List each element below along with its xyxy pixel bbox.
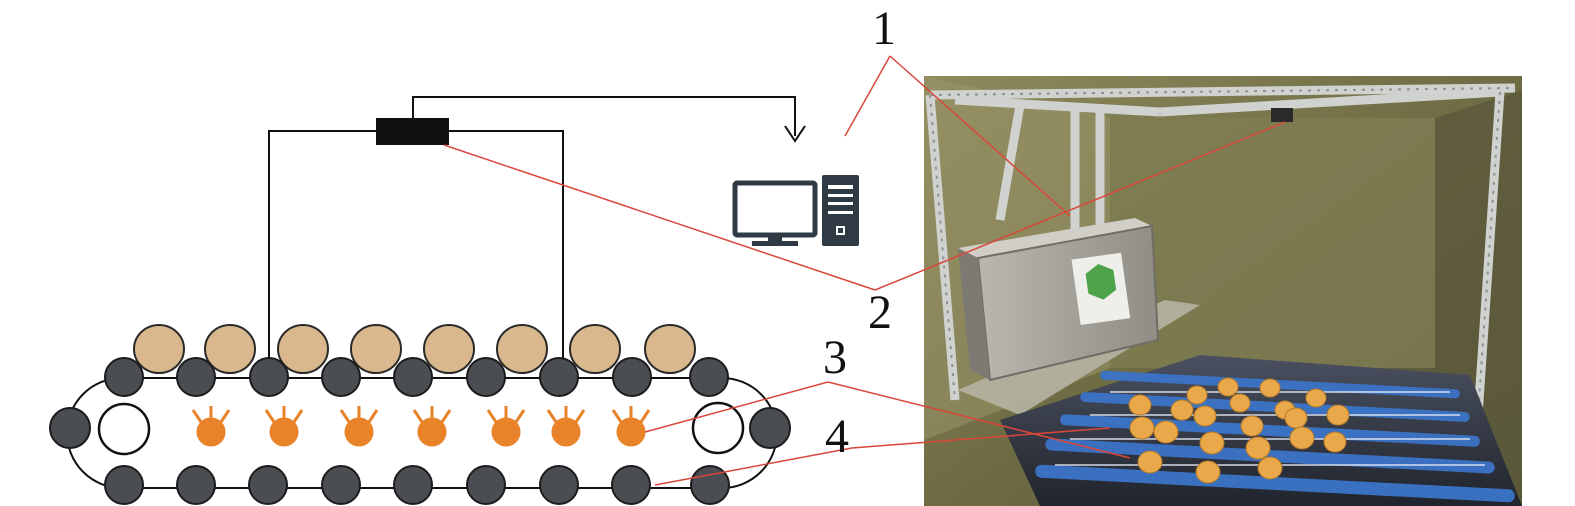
monitor-stand-icon (768, 235, 782, 243)
roller-icon (249, 357, 289, 397)
hyperspectral-camera-icon (376, 118, 449, 145)
roller-icon (611, 465, 651, 505)
egg-icon (1129, 416, 1155, 440)
callout-number-3: 3 (823, 331, 847, 384)
roller-icon (176, 465, 216, 505)
egg-icon (1323, 431, 1347, 453)
egg-icon (133, 324, 185, 374)
lamp-icon (486, 406, 526, 447)
egg-icon (1186, 385, 1208, 405)
photo-eggs (1128, 377, 1350, 484)
leader-1-computer (844, 55, 891, 137)
arrow-head-icon (784, 125, 806, 143)
roller-icon (612, 357, 652, 397)
roller-icon (689, 357, 729, 397)
egg-icon (644, 324, 696, 374)
lamp-icon (264, 406, 304, 447)
desktop-computer-icon (732, 175, 859, 246)
egg-icon (1137, 450, 1163, 474)
roller-icon (466, 465, 506, 505)
egg-icon (1326, 404, 1350, 426)
egg-icon (1259, 378, 1281, 398)
lamp-icon (412, 406, 452, 447)
bottom-rollers (104, 465, 730, 505)
egg-icon (1195, 460, 1221, 484)
lamp-icon (191, 406, 231, 447)
photograph-icon (924, 76, 1522, 506)
leader-3-photo (827, 381, 1131, 459)
lamp-icon (339, 406, 379, 447)
egg-icon (1217, 377, 1239, 397)
egg-icon (1305, 388, 1327, 408)
callout-number-2: 2 (868, 286, 892, 339)
pc-tower-icon (822, 175, 859, 246)
roller-icon (104, 357, 144, 397)
logo-cube-icon (1085, 263, 1117, 300)
egg-icon (277, 324, 329, 374)
egg-icon (1240, 415, 1264, 437)
egg-icon (569, 324, 621, 374)
roller-icon (176, 357, 216, 397)
egg-icon (1245, 436, 1271, 460)
camera-to-belt-wire-right (448, 130, 564, 370)
roller-icon (539, 465, 579, 505)
egg-icon (1128, 394, 1152, 416)
egg-icon (1257, 456, 1283, 480)
egg-icon (1289, 426, 1315, 450)
leader-2-schematic (443, 144, 876, 291)
roller-icon (690, 465, 730, 505)
egg-icon (1170, 399, 1194, 421)
roller-icon (539, 357, 579, 397)
egg-icon (1284, 407, 1308, 429)
roller-icon (49, 407, 91, 449)
leader-3-lamp (644, 381, 829, 433)
roller-icon (749, 407, 791, 449)
roller-icon (321, 357, 361, 397)
camera-to-computer-wire (412, 96, 796, 136)
egg-icon (1193, 405, 1217, 427)
overhead-camera-icon (1271, 108, 1293, 122)
drive-pulley-left (97, 402, 151, 456)
roller-icon (466, 357, 506, 397)
leader-lines (443, 55, 1286, 486)
callout-number-4: 4 (825, 410, 849, 463)
callout-number-1: 1 (872, 2, 896, 55)
egg-icon (204, 324, 256, 374)
roller-icon (104, 465, 144, 505)
signal-wires (268, 96, 796, 370)
leader-2-photo (874, 121, 1286, 291)
schematic (49, 96, 859, 505)
egg-icon (1153, 420, 1179, 444)
top-rollers (104, 357, 729, 397)
egg-icon (496, 324, 548, 374)
egg-icon (423, 324, 475, 374)
roller-icon (248, 465, 288, 505)
lamp-icon (611, 406, 651, 447)
egg-icon (1199, 431, 1225, 455)
monitor-base-icon (752, 241, 798, 246)
leader-4-photo (851, 427, 1111, 449)
eggs (133, 324, 696, 374)
leader-1-photo (889, 55, 1071, 217)
drive-pulley-right (691, 401, 745, 455)
lamps (191, 406, 651, 447)
egg-icon (1229, 393, 1251, 413)
camera-to-belt-wire-left (268, 130, 378, 370)
roller-icon (393, 357, 433, 397)
roller-icon (393, 465, 433, 505)
roller-icon (321, 465, 361, 505)
leader-4-roller (654, 447, 853, 486)
monitor-icon (732, 180, 818, 238)
egg-icon (350, 324, 402, 374)
lamp-icon (546, 406, 586, 447)
